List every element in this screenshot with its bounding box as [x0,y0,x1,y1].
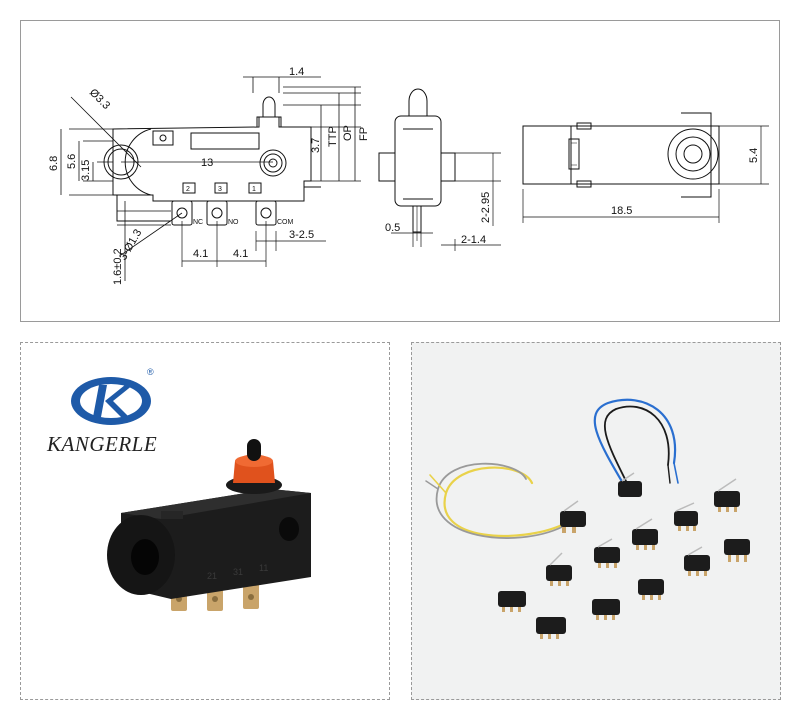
mounting-hole-right [259,149,287,177]
dim-side-2-95: 2-2.95 [480,192,492,223]
switch-variant-9 [638,579,664,600]
dim-top-5-4: 5.4 [748,148,760,163]
switch-variant-7 [724,539,750,562]
dim-5-6: 5.6 [66,154,78,169]
dim-terminal-width: 3-2.5 [289,229,314,241]
side-view [378,88,501,251]
technical-drawing: 1.4 3.7 TTP OP FP Ø3.3 6.8 5.6 3.15 13 3… [48,66,769,285]
switch-variant-wired-b [618,472,642,497]
terminal-number-2: 2 [186,186,190,193]
dim-pitch-a: 4.1 [193,248,208,260]
brand-logo: ® [71,367,154,425]
product-variants-panel [411,342,781,700]
brand-name: KANGERLE [46,432,157,456]
front-view [60,76,361,281]
wired-switch-blue [593,398,679,487]
product-illustration: ® KANGERLE 21 [46,367,311,611]
terminal-number-1: 1 [252,186,256,193]
dim-side-1-4: 2-1.4 [461,234,486,246]
dim-13: 13 [201,157,213,169]
terminal-number-3: 3 [218,186,222,193]
registered-mark: ® [147,367,154,377]
switch-variant-1 [674,502,698,531]
dim-1-4: 1.4 [289,66,304,78]
dim-6-8: 6.8 [48,156,60,171]
dim-top-18-5: 18.5 [611,205,632,217]
switch-variant-6 [684,546,710,576]
dim-3-7: 3.7 [310,138,322,153]
dim-op: OP [342,125,354,141]
technical-drawing-panel: 1.4 3.7 TTP OP FP Ø3.3 6.8 5.6 3.15 13 3… [20,20,780,322]
mounting-hole-icon [131,539,159,575]
body-mark-31: 31 [233,567,243,577]
micro-switch-photo: 21 31 11 [107,439,311,611]
dim-pitch-b: 4.1 [233,248,248,260]
dim-3-15: 3.15 [80,160,92,181]
dim-ttp: TTP [327,126,339,147]
variants-illustration [425,398,750,639]
terminal-label-nc: NC [193,219,203,226]
wired-switch-yellow [425,462,564,539]
switch-variant-wired-a [560,500,586,533]
body-mark-11: 11 [259,563,268,573]
switch-variant-3 [632,518,658,550]
terminal-label-com: COM [277,219,294,226]
dim-side-0-5: 0.5 [385,222,400,234]
dim-1-6: 1.6±0.2 [112,248,124,285]
switch-variant-4 [594,538,620,568]
switch-variant-2 [714,478,740,512]
switch-variant-11 [536,617,566,639]
switch-variant-10 [592,599,620,620]
top-view [522,112,769,223]
dim-fp: FP [358,127,370,141]
dim-hole-diameter: Ø3.3 [87,87,112,112]
terminal-label-no: NO [228,219,239,226]
product-photo-panel: ® KANGERLE 21 [20,342,390,700]
switch-variant-8 [498,591,526,612]
body-mark-21: 21 [207,571,217,581]
switch-variant-5 [546,552,572,586]
